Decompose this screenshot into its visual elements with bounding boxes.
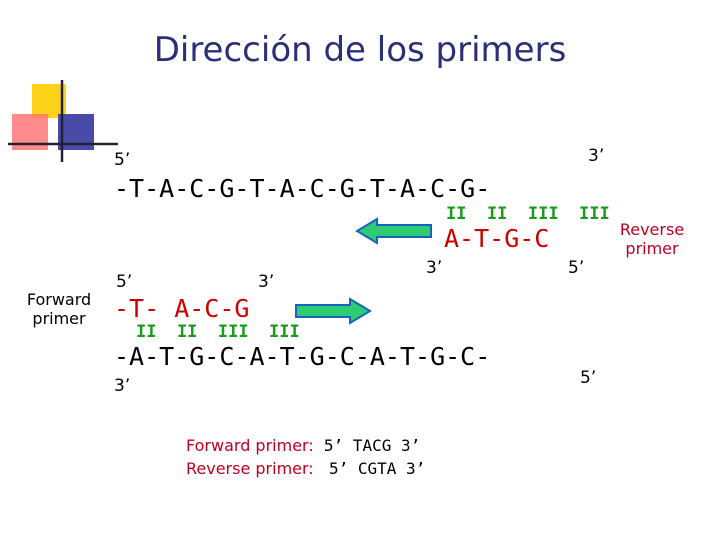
reverse-primer-sequence: A-T-G-C: [444, 224, 550, 253]
top-strand-sequence: -T-A-C-G-T-A-C-G-T-A-C-G-: [114, 174, 491, 203]
legend-forward: Forward primer: 5’ TACG 3’: [186, 436, 420, 455]
reverse-primer-bonds: II II III III: [446, 204, 610, 224]
legend-reverse-label: Reverse primer:: [186, 459, 314, 478]
forward-primer-bonds: II II III III: [136, 322, 300, 342]
reverse-primer-5prime: 5’: [568, 258, 585, 278]
forward-primer-3prime: 3’: [258, 272, 275, 292]
page-title: Dirección de los primers: [153, 30, 567, 70]
reverse-primer-arrow: [355, 217, 432, 245]
forward-primer-sequence: -T- A-C-G: [114, 294, 250, 323]
bottom-strand-5prime: 5’: [580, 368, 597, 388]
top-strand-5prime: 5’: [114, 150, 131, 170]
legend-reverse-seq: 5’ CGTA 3’: [328, 459, 426, 478]
reverse-primer-3prime: 3’: [426, 258, 443, 278]
bottom-strand-sequence: -A-T-G-C-A-T-G-C-A-T-G-C-: [114, 342, 491, 371]
bottom-strand-3prime: 3’: [114, 376, 131, 396]
logo-yellow-square: [32, 84, 66, 118]
reverse-primer-label: Reverse primer: [619, 220, 685, 258]
top-strand-3prime: 3’: [588, 146, 605, 166]
forward-primer-arrow: [295, 297, 372, 325]
forward-primer-5prime: 5’: [116, 272, 133, 292]
legend-forward-seq: 5’ TACG 3’: [323, 436, 421, 455]
slide-logo-decoration: [8, 80, 118, 162]
forward-primer-label: Forward primer: [26, 290, 92, 328]
legend-reverse: Reverse primer: 5’ CGTA 3’: [186, 459, 425, 478]
legend-forward-label: Forward primer:: [186, 436, 314, 455]
